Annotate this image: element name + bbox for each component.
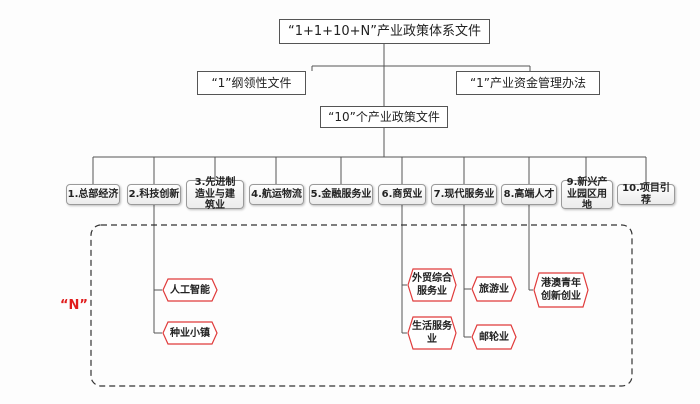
category-financial-services: 5.金融服务业 (309, 184, 373, 205)
category-modern-services: 7.现代服务业 (431, 184, 497, 205)
hex-artificial-intelligence: 人工智能 (162, 278, 218, 302)
category-high-end-talent: 8.高端人才 (501, 184, 557, 205)
category-label: 8.高端人才 (503, 188, 555, 200)
hex-foreign-trade-services: 外贸综合服务业 (407, 268, 457, 302)
category-label: 3.先进制造业与建筑业 (194, 177, 236, 212)
category-label: 2.科技创新 (128, 188, 180, 200)
category-emerging-industry-land: 9.新兴产业园区用地 (561, 177, 613, 212)
category-label: 1.总部经济 (67, 188, 119, 200)
policy-system-title-box: “1+1+10+N”产业政策体系文件 (279, 19, 490, 44)
guiding-document-box: “1”纲领性文件 (197, 71, 306, 95)
hex-youth-entrepreneurship: 港澳青年创新创业 (533, 272, 589, 308)
category-label: 9.新兴产业园区用地 (566, 177, 608, 212)
policy-system-title: “1+1+10+N”产业政策体系文件 (288, 23, 481, 39)
category-label: 5.金融服务业 (310, 188, 372, 200)
hex-tourism: 旅游业 (471, 276, 517, 302)
hex-label: 邮轮业 (479, 331, 509, 343)
category-shipping-logistics: 4.航运物流 (249, 184, 304, 205)
hex-label: 生活服务业 (412, 321, 452, 345)
hex-seed-industry-town: 种业小镇 (162, 321, 218, 345)
category-advanced-manufacturing: 3.先进制造业与建筑业 (186, 177, 244, 212)
n-section-label: “N” (60, 298, 88, 313)
category-label: 4.航运物流 (251, 188, 302, 200)
category-hq-economy: 1.总部经济 (66, 184, 120, 205)
category-label: 10.项目引荐 (622, 183, 670, 206)
category-project-referral: 10.项目引荐 (617, 183, 675, 206)
guiding-document-label: “1”纲领性文件 (211, 75, 292, 90)
ten-policy-files-box: “10”个产业政策文件 (320, 106, 448, 128)
fund-management-label: “1”产业资金管理办法 (469, 75, 587, 90)
ten-policy-files-label: “10”个产业政策文件 (328, 109, 440, 124)
category-label: 7.现代服务业 (433, 188, 495, 200)
hex-label: 外贸综合服务业 (412, 273, 452, 297)
category-label: 6.商贸业 (381, 188, 423, 200)
category-commerce-trade: 6.商贸业 (378, 184, 426, 205)
hex-label: 港澳青年创新创业 (541, 278, 581, 302)
hex-label: 旅游业 (479, 283, 509, 295)
hex-label: 种业小镇 (170, 327, 210, 339)
hex-life-services: 生活服务业 (407, 316, 457, 350)
fund-management-box: “1”产业资金管理办法 (456, 71, 600, 95)
category-tech-innovation: 2.科技创新 (127, 184, 181, 205)
hex-cruise: 邮轮业 (471, 324, 517, 350)
hex-label: 人工智能 (170, 284, 210, 296)
